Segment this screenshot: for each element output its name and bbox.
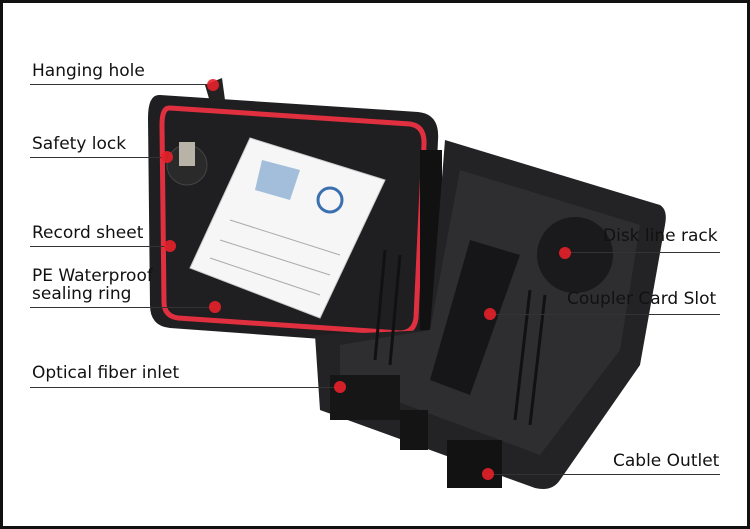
label-hanging-hole: Hanging hole	[32, 61, 145, 81]
leader-line	[565, 252, 720, 253]
leader-line	[30, 246, 170, 247]
leader-line	[30, 387, 340, 388]
record-sheet	[189, 137, 386, 319]
label-pe-sealing-line1: PE Waterproof	[32, 266, 153, 286]
marker-dot	[334, 381, 346, 393]
label-disk-line-rack: Disk line rack	[603, 226, 718, 246]
leader-line	[30, 84, 215, 85]
coupler-card-slot	[430, 240, 520, 395]
label-coupler-card-slot: Coupler Card Slot	[567, 289, 717, 309]
leader-line	[488, 474, 720, 475]
label-fiber-inlet: Optical fiber inlet	[32, 363, 180, 383]
marker-dot	[484, 308, 496, 320]
label-cable-outlet: Cable Outlet	[613, 451, 720, 471]
marker-dot	[559, 247, 571, 259]
leader-line	[30, 307, 215, 308]
marker-dot	[482, 468, 494, 480]
leader-line	[490, 314, 720, 315]
marker-dot	[207, 79, 219, 91]
cable-outlet-ports	[447, 440, 502, 488]
label-safety-lock: Safety lock	[32, 134, 127, 154]
disk-line-rack	[537, 217, 613, 293]
leader-line	[30, 157, 167, 158]
label-pe-sealing-line2: sealing ring	[32, 284, 132, 304]
marker-dot	[161, 151, 173, 163]
marker-dot	[164, 240, 176, 252]
marker-dot	[209, 301, 221, 313]
label-record-sheet: Record sheet	[32, 223, 144, 243]
